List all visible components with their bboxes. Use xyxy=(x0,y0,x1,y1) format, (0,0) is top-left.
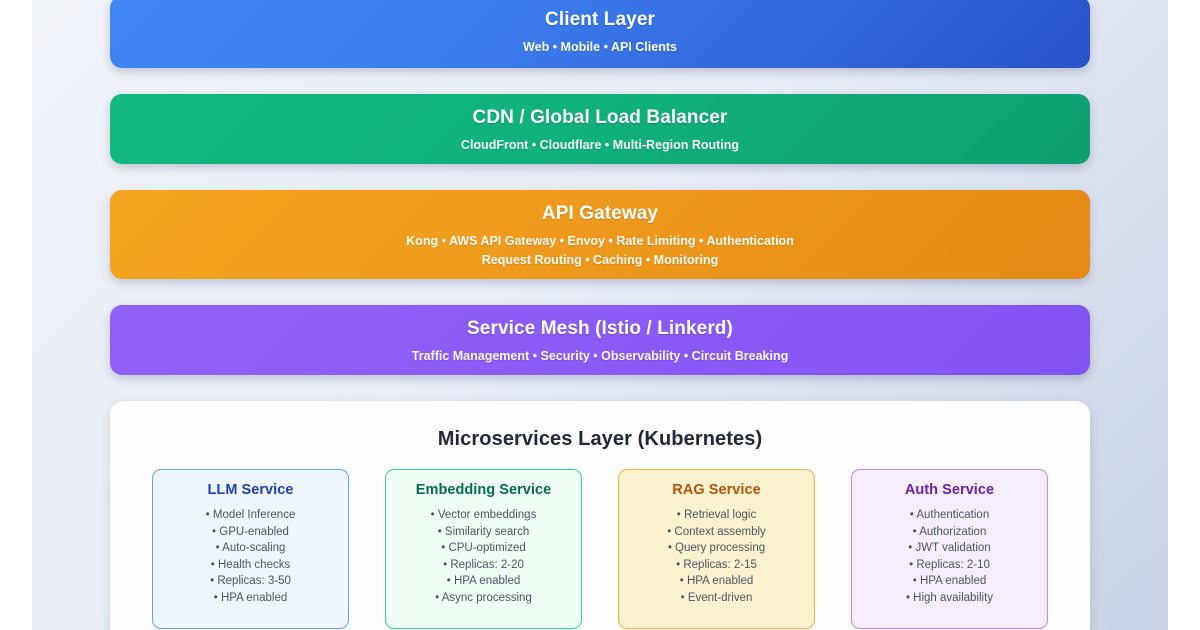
list-item: • Replicas: 2-15 xyxy=(676,558,757,571)
microservices-panel-title: Microservices Layer (Kubernetes) xyxy=(437,428,763,450)
service-card-row: LLM Service • Model Inference • GPU-enab… xyxy=(138,469,1062,629)
list-item: • Replicas: 2-20 xyxy=(443,558,524,571)
list-item: • Vector embeddings xyxy=(430,509,537,521)
service-card-embedding-title: Embedding Service xyxy=(415,482,552,498)
list-item: • Health checks xyxy=(210,558,291,571)
layer-client-title: Client Layer xyxy=(545,9,655,30)
list-item: • Query processing xyxy=(667,542,766,555)
list-item: • CPU-optimized xyxy=(441,542,526,555)
layer-cdn-title: CDN / Global Load Balancer xyxy=(472,107,728,128)
service-card-llm-title: LLM Service xyxy=(207,482,294,498)
list-item: • HPA enabled xyxy=(912,575,987,588)
list-item: • Authorization xyxy=(912,525,987,538)
service-card-rag-title: RAG Service xyxy=(672,482,761,498)
list-item: • Replicas: 3-50 xyxy=(210,575,291,588)
list-item: • Event-driven xyxy=(680,591,753,604)
list-item: • Async processing xyxy=(435,591,532,604)
list-item: • JWT validation xyxy=(908,542,991,555)
service-card-auth-features: • Authentication • Authorization • JWT v… xyxy=(860,507,1039,606)
layer-service-mesh-title: Service Mesh (Istio / Linkerd) xyxy=(467,318,733,339)
layer-service-mesh: Service Mesh (Istio / Linkerd) Traffic M… xyxy=(110,305,1090,375)
layer-cdn-load-balancer: CDN / Global Load Balancer CloudFront • … xyxy=(110,94,1090,164)
layer-stack: Client Layer Web • Mobile • API Clients … xyxy=(32,0,1168,630)
service-card-rag: RAG Service • Retrieval logic • Context … xyxy=(618,469,815,629)
list-item: • Auto-scaling xyxy=(215,542,286,555)
list-item: • Context assembly xyxy=(667,525,766,538)
layer-service-mesh-subtitle: Traffic Management • Security • Observab… xyxy=(411,348,789,363)
service-card-embedding-features: • Vector embeddings • Similarity search … xyxy=(394,507,573,606)
service-card-rag-features: • Retrieval logic • Context assembly • Q… xyxy=(627,507,806,606)
list-item: • High availability xyxy=(905,591,994,604)
layer-api-gateway-subtitle-line-1: Kong • AWS API Gateway • Envoy • Rate Li… xyxy=(406,233,794,248)
list-item: • HPA enabled xyxy=(446,575,521,588)
layer-client-layer: Client Layer Web • Mobile • API Clients xyxy=(110,0,1090,68)
list-item: • HPA enabled xyxy=(213,591,288,604)
list-item: • Authentication xyxy=(909,509,990,521)
list-item: • Similarity search xyxy=(437,525,530,538)
service-card-llm-features: • Model Inference • GPU-enabled • Auto-s… xyxy=(161,507,340,606)
layer-api-gateway-subtitle-line-2: Request Routing • Caching • Monitoring xyxy=(481,253,719,268)
service-card-embedding: Embedding Service • Vector embeddings • … xyxy=(385,469,582,629)
list-item: • HPA enabled xyxy=(679,575,754,588)
diagram-canvas: Client Layer Web • Mobile • API Clients … xyxy=(32,0,1168,630)
layer-api-gateway-title: API Gateway xyxy=(541,203,659,224)
microservices-panel: Microservices Layer (Kubernetes) LLM Ser… xyxy=(110,401,1090,630)
list-item: • Model Inference xyxy=(205,509,296,521)
service-card-auth-title: Auth Service xyxy=(904,482,995,498)
list-item: • Replicas: 2-10 xyxy=(909,558,990,571)
list-item: • GPU-enabled xyxy=(212,525,289,538)
layer-cdn-subtitle: CloudFront • Cloudflare • Multi-Region R… xyxy=(460,137,740,152)
layer-api-gateway: API Gateway Kong • AWS API Gateway • Env… xyxy=(110,190,1090,279)
list-item: • Retrieval logic xyxy=(676,509,757,521)
layer-client-subtitle: Web • Mobile • API Clients xyxy=(523,39,677,54)
service-card-llm: LLM Service • Model Inference • GPU-enab… xyxy=(152,469,349,629)
service-card-auth: Auth Service • Authentication • Authoriz… xyxy=(851,469,1048,629)
